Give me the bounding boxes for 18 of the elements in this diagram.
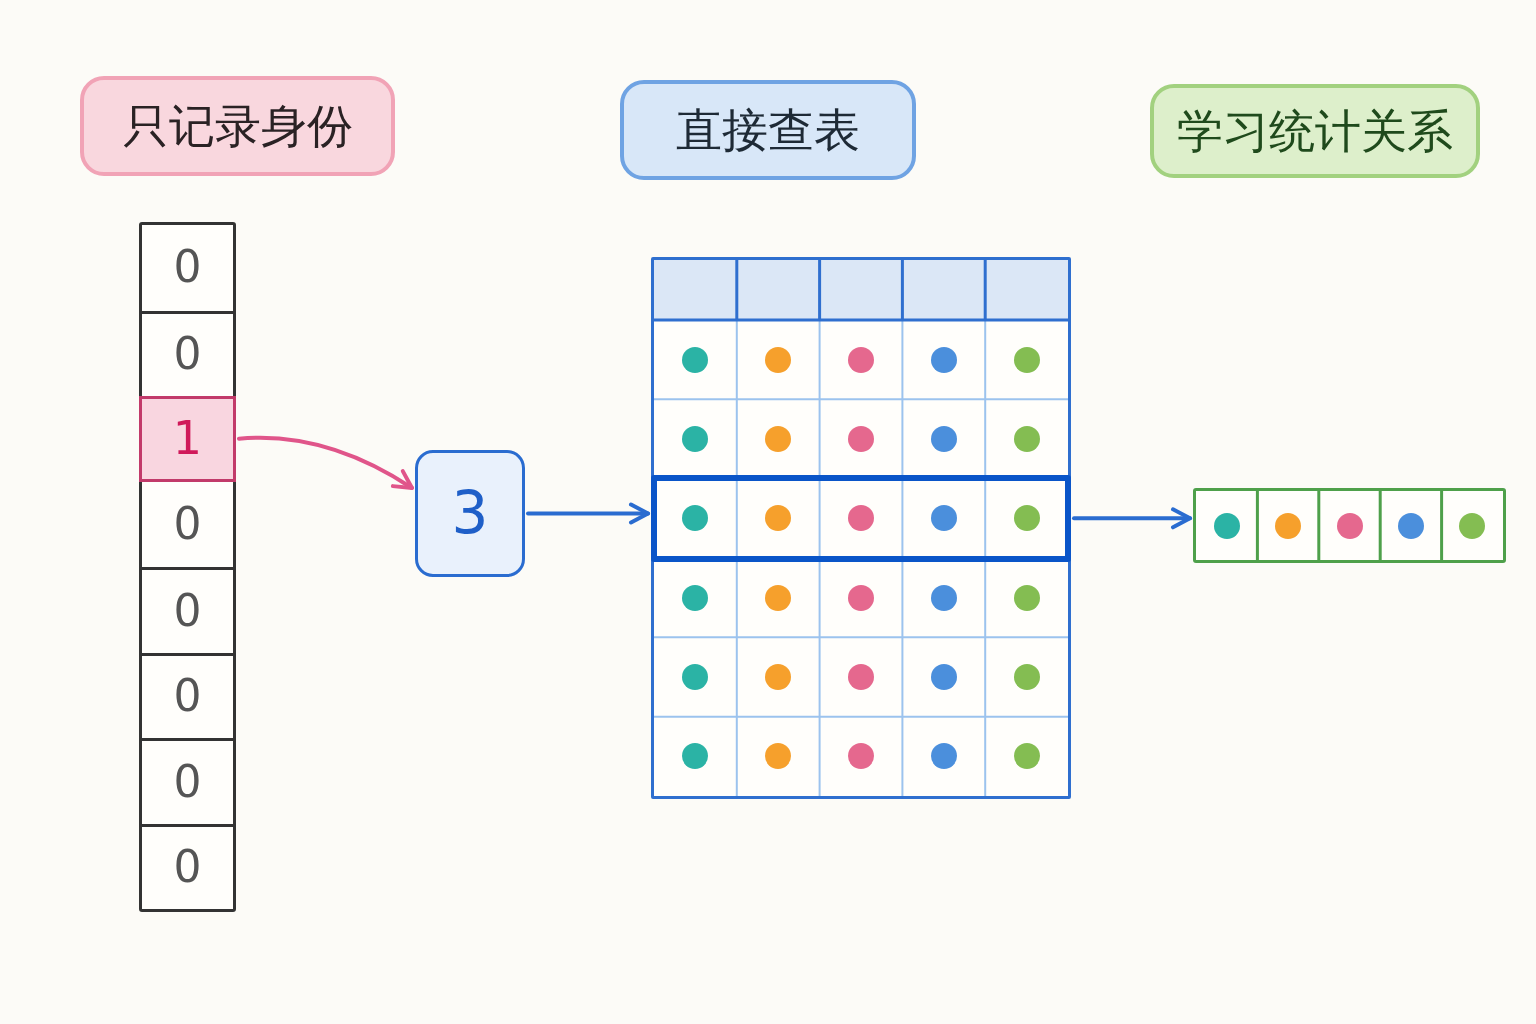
curved-arrow (237, 435, 414, 490)
lookup-table (651, 257, 1071, 799)
heading-banner: 学习统计关系 (1150, 84, 1480, 178)
arrow (526, 502, 650, 525)
vector-entry: 0 (142, 823, 233, 909)
output-vector (1193, 488, 1506, 563)
index-tile: 3 (415, 450, 525, 577)
selected-row (651, 474, 1071, 562)
vector-entry: 0 (142, 481, 233, 567)
vector-entry: 0 (142, 738, 233, 824)
arrow (1072, 507, 1192, 530)
active-entry: 1 (139, 396, 236, 482)
vector-entry: 0 (142, 652, 233, 738)
one-hot-vector (139, 222, 236, 912)
vector-entry: 0 (142, 567, 233, 653)
vector-entry: 0 (142, 225, 233, 311)
heading-banner: 直接查表 (620, 80, 916, 180)
heading-banner: 只记录身份 (80, 76, 395, 176)
